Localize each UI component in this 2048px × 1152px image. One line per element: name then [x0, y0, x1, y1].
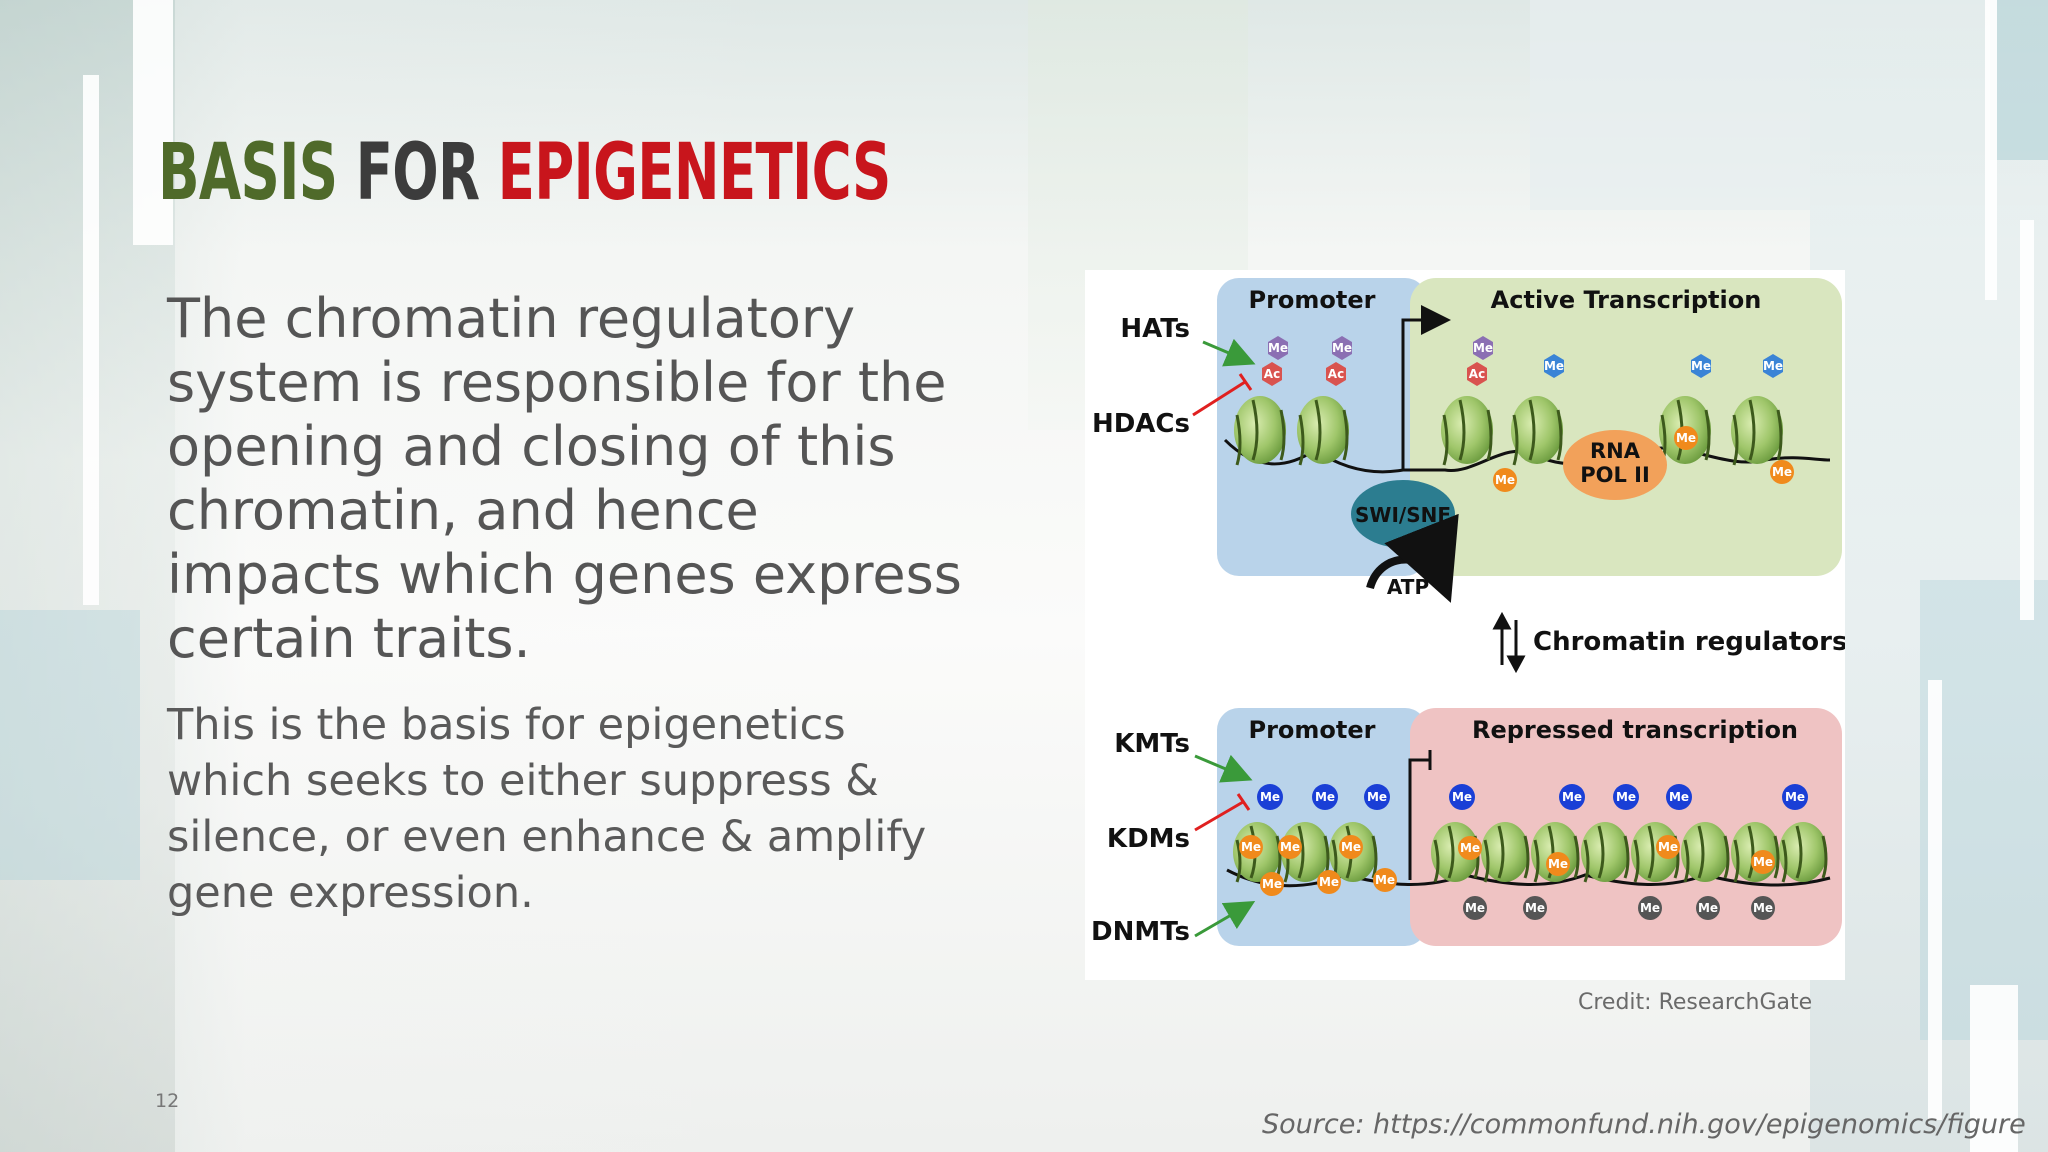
atp-label: ATP — [1387, 575, 1429, 599]
kdms-label: KDMs — [1107, 824, 1190, 854]
svg-text:Ac: Ac — [1264, 367, 1280, 381]
kdms-inhibit-line — [1194, 800, 1244, 832]
kdms-inhibit-bar — [1236, 793, 1251, 811]
svg-text:Me: Me — [1640, 901, 1660, 915]
bottom-promoter-label: Promoter — [1249, 716, 1376, 744]
svg-text:Me: Me — [1562, 790, 1582, 804]
hats-label: HATs — [1120, 314, 1190, 344]
active-transcription-label: Active Transcription — [1491, 286, 1762, 314]
dnmts-label: DNMTs — [1091, 917, 1190, 947]
svg-text:Me: Me — [1241, 840, 1261, 854]
svg-text:Ac: Ac — [1469, 367, 1485, 381]
svg-text:Me: Me — [1460, 841, 1480, 855]
svg-text:Me: Me — [1341, 840, 1361, 854]
nucleosome-group-top — [1234, 396, 1783, 464]
svg-text:Me: Me — [1763, 359, 1783, 373]
svg-text:Me: Me — [1676, 431, 1696, 445]
kmts-arrow — [1194, 754, 1253, 783]
image-credit: Credit: ResearchGate — [1578, 990, 1813, 1015]
svg-text:Ac: Ac — [1328, 367, 1344, 381]
svg-text:Me: Me — [1525, 901, 1545, 915]
rna-pol-ii — [1563, 430, 1667, 500]
svg-text:Me: Me — [1753, 901, 1773, 915]
page-number: 12 — [155, 1090, 180, 1112]
chromatin-regulators-label: Chromatin regulators — [1533, 627, 1845, 657]
svg-text:Me: Me — [1260, 790, 1280, 804]
chromatin-regulators-arrows — [1492, 611, 1526, 674]
svg-text:Me: Me — [1332, 341, 1352, 355]
histone-mods-top: Me Me Me Ac Ac Ac Me Me Me Me Me Me — [1262, 336, 1794, 492]
svg-text:Me: Me — [1495, 473, 1515, 487]
repressed-start-line — [1408, 758, 1430, 880]
dnmts-arrow — [1194, 900, 1256, 938]
swi-snf-label: SWI/SNF — [1355, 503, 1451, 527]
svg-text:Me: Me — [1319, 875, 1339, 889]
hdacs-label: HDACs — [1092, 409, 1190, 439]
chromatin-diagram: Promoter Active Transcription HATs HDACs… — [1085, 270, 1845, 980]
svg-text:Me: Me — [1616, 790, 1636, 804]
svg-text:Me: Me — [1375, 873, 1395, 887]
rna-pol-label-1: RNA — [1590, 439, 1641, 463]
hdacs-inhibit-line — [1192, 380, 1246, 417]
hdacs-inhibit-bar — [1238, 373, 1253, 391]
source-citation: Source: https://commonfund.nih.gov/epige… — [1262, 1109, 2026, 1140]
active-transcription-box — [1410, 278, 1842, 576]
svg-text:Me: Me — [1669, 790, 1689, 804]
svg-text:Me: Me — [1691, 359, 1711, 373]
svg-text:Me: Me — [1315, 790, 1335, 804]
slide-title: BASIS FOR EPIGENETICS — [158, 128, 891, 218]
repressed-transcription-box — [1410, 708, 1842, 946]
svg-text:Me: Me — [1698, 901, 1718, 915]
repressed-transcription-label: Repressed transcription — [1472, 716, 1798, 744]
body-paragraph-2: This is the basis for epigenetics which … — [167, 700, 927, 918]
rna-pol-label-2: POL II — [1580, 463, 1650, 487]
body-paragraph-1: The chromatin regulatory system is respo… — [167, 287, 962, 670]
svg-text:Me: Me — [1772, 465, 1792, 479]
svg-text:Me: Me — [1268, 341, 1288, 355]
svg-text:Me: Me — [1544, 359, 1564, 373]
top-promoter-label: Promoter — [1249, 286, 1376, 314]
svg-text:Me: Me — [1473, 341, 1493, 355]
atp-cycle-arrow — [1366, 513, 1459, 603]
svg-text:Me: Me — [1367, 790, 1387, 804]
svg-text:Me: Me — [1658, 840, 1678, 854]
hats-arrow — [1202, 338, 1256, 367]
title-part-for: FOR — [337, 128, 498, 218]
svg-text:Me: Me — [1262, 877, 1282, 891]
svg-text:Me: Me — [1465, 901, 1485, 915]
histone-mods-bottom: Me Me Me Me Me Me Me Me Me Me Me Me Me M… — [1239, 784, 1808, 920]
svg-text:Me: Me — [1753, 855, 1773, 869]
kmts-label: KMTs — [1114, 729, 1190, 759]
svg-text:Me: Me — [1548, 857, 1568, 871]
title-part-basis: BASIS — [158, 128, 338, 218]
svg-text:Me: Me — [1452, 790, 1472, 804]
title-part-epigenetics: EPIGENETICS — [497, 128, 892, 218]
transcription-start-arrow — [1401, 305, 1451, 470]
svg-text:Me: Me — [1280, 840, 1300, 854]
svg-text:Me: Me — [1785, 790, 1805, 804]
